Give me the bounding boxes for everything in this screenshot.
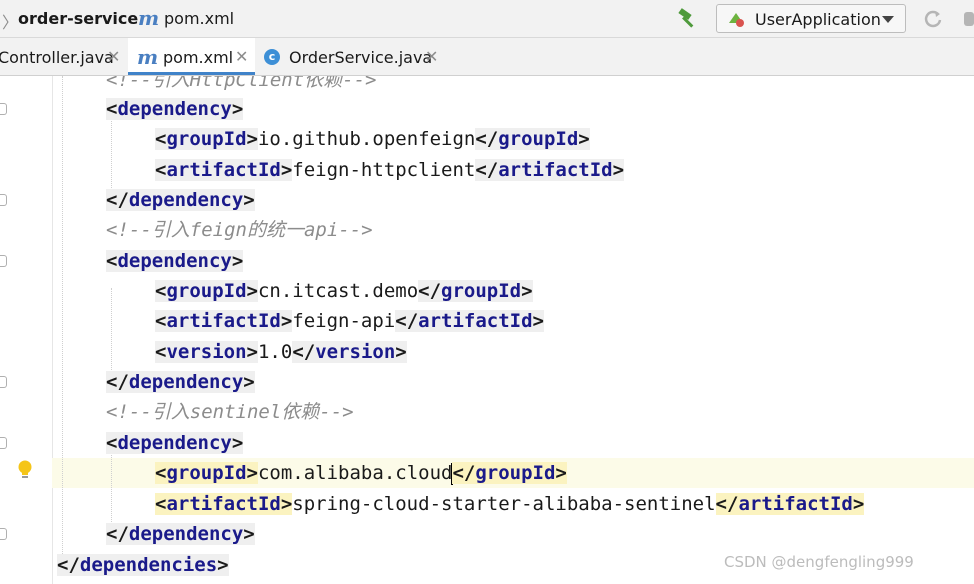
xml-tag: artifactId	[166, 310, 281, 332]
xml-tag: dependency	[128, 523, 244, 545]
close-icon[interactable]: ✕	[107, 47, 121, 66]
xml-tag: dependencies	[79, 554, 218, 576]
code-line: <dependency>	[106, 432, 244, 454]
xml-tag: groupId	[166, 280, 247, 302]
xml-value: feign-api	[292, 310, 396, 332]
xml-tag: artifactId	[166, 159, 281, 181]
code-line: <artifactId>feign-httpclient</artifactId…	[155, 159, 625, 181]
code-line: </dependencies>	[57, 554, 229, 576]
xml-tag: artifactId	[738, 493, 853, 515]
code-line: <!--引入sentinel依赖-->	[106, 397, 354, 427]
xml-value: io.github.openfeign	[257, 128, 476, 150]
maven-m-icon: m	[137, 45, 159, 69]
debug-icon[interactable]	[960, 8, 974, 30]
breadcrumb-file[interactable]: pom.xml	[164, 9, 235, 28]
xml-value: cn.itcast.demo	[257, 280, 419, 302]
class-c-icon: c	[264, 49, 280, 65]
code-line: <!--引入feign的统一api-->	[106, 215, 373, 245]
code-line: <!--引入HttpClient依赖-->	[106, 76, 376, 95]
code-line: <dependency>	[106, 98, 244, 120]
code-editor[interactable]: <!--引入HttpClient依赖--> <dependency> <grou…	[0, 76, 974, 584]
editor-gutter	[0, 76, 53, 584]
xml-value: com.alibaba.cloud	[257, 462, 453, 484]
xml-tag: dependency	[128, 371, 244, 393]
close-icon[interactable]: ✕	[235, 47, 249, 66]
run-configuration-label: UserApplication	[755, 10, 881, 29]
xml-tag: groupId	[475, 462, 556, 484]
xml-tag: groupId	[498, 128, 579, 150]
fold-marker-icon[interactable]	[0, 194, 7, 206]
code-line: <groupId>io.github.openfeign</groupId>	[155, 128, 590, 150]
xml-tag: dependency	[128, 189, 244, 211]
xml-tag: artifactId	[418, 310, 533, 332]
xml-comment: <!--引入HttpClient依赖-->	[106, 76, 377, 91]
xml-tag: dependency	[117, 98, 232, 120]
xml-value: feign-httpclient	[292, 159, 476, 181]
xml-value: spring-cloud-starter-alibaba-sentinel	[292, 493, 716, 515]
code-line: <version>1.0</version>	[155, 341, 407, 363]
breadcrumb-separator-icon: 〉	[2, 13, 19, 32]
spring-boot-icon	[729, 13, 744, 27]
xml-value: 1.0	[257, 341, 293, 363]
xml-tag: groupId	[441, 280, 522, 302]
xml-tag: dependency	[117, 432, 232, 454]
run-configuration-dropdown[interactable]: UserApplication	[716, 4, 906, 33]
editor-tab-bar: Controller.java ✕ m pom.xml ✕ c OrderSer…	[0, 38, 974, 76]
code-line: <groupId>cn.itcast.demo</groupId>	[155, 280, 533, 302]
tab-label: pom.xml	[163, 48, 234, 67]
fold-marker-icon[interactable]	[0, 437, 7, 449]
fold-marker-icon[interactable]	[0, 528, 7, 540]
code-line: </dependency>	[106, 189, 255, 211]
indent-guide	[111, 288, 112, 384]
lightbulb-icon[interactable]	[16, 459, 34, 481]
maven-file-icon: m	[138, 6, 160, 30]
code-line: </dependency>	[106, 371, 255, 393]
indent-guide	[111, 106, 112, 202]
fold-marker-icon[interactable]	[0, 376, 7, 388]
chevron-down-icon	[882, 16, 894, 23]
watermark: CSDN @dengfengling999	[724, 553, 914, 571]
xml-comment: <!--引入feign的统一api-->	[106, 219, 373, 241]
tab-pom-xml[interactable]: m pom.xml ✕	[128, 38, 255, 75]
fold-marker-icon[interactable]	[0, 103, 7, 115]
xml-tag: version	[166, 341, 247, 363]
xml-tag: artifactId	[166, 493, 281, 515]
fold-marker-icon[interactable]	[0, 255, 7, 267]
xml-tag: dependency	[117, 250, 232, 272]
xml-tag: artifactId	[498, 159, 613, 181]
tab-orderservice-java[interactable]: c OrderService.java ✕	[255, 38, 445, 75]
breadcrumb-module[interactable]: order-service	[18, 9, 139, 28]
navigation-bar: 〉 order-service m pom.xml UserApplicatio…	[0, 0, 974, 38]
xml-tag: version	[315, 341, 396, 363]
indent-guide	[62, 76, 63, 556]
code-line: <artifactId>spring-cloud-starter-alibaba…	[155, 493, 865, 515]
xml-comment: <!--引入sentinel依赖-->	[106, 401, 354, 423]
tab-label: Controller.java	[0, 48, 114, 67]
code-line: </dependency>	[106, 523, 255, 545]
xml-tag: groupId	[166, 462, 247, 484]
code-line: <dependency>	[106, 250, 244, 272]
close-icon[interactable]: ✕	[425, 47, 439, 66]
tab-controller-java[interactable]: Controller.java ✕	[0, 38, 128, 75]
code-line: <artifactId>feign-api</artifactId>	[155, 310, 544, 332]
xml-tag: groupId	[166, 128, 247, 150]
code-line-current: <groupId>com.alibaba.cloud</groupId>	[155, 462, 567, 485]
build-hammer-icon[interactable]	[676, 8, 698, 30]
indent-guide	[111, 440, 112, 536]
tab-label: OrderService.java	[289, 48, 433, 67]
rerun-icon[interactable]	[922, 8, 944, 30]
